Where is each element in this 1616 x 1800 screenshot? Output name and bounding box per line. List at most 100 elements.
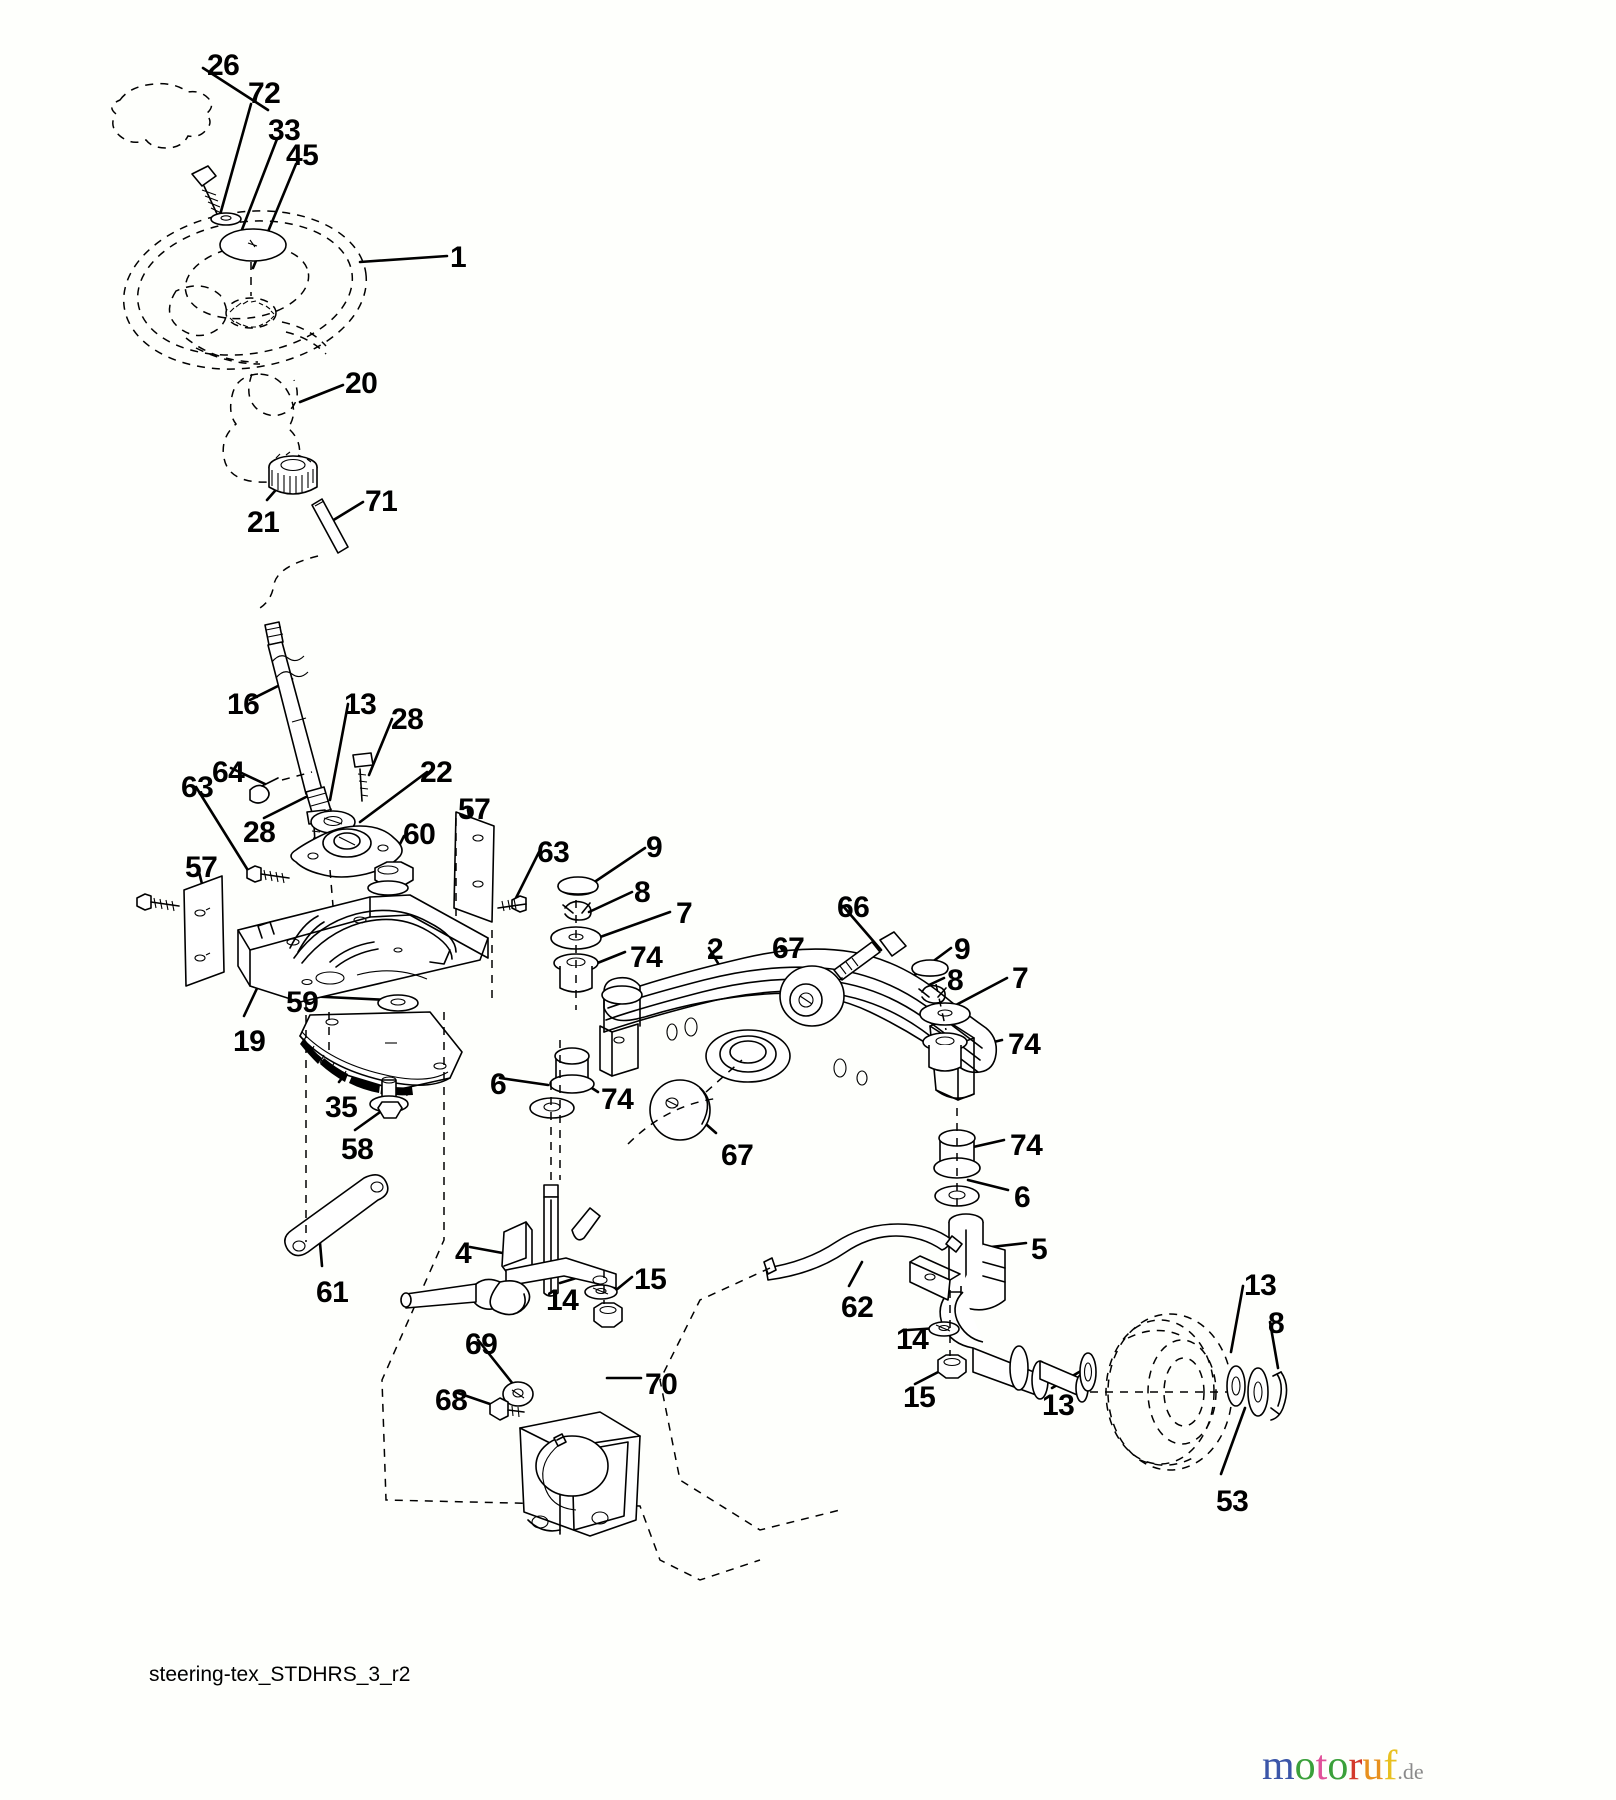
callout-6-left: 6: [490, 1068, 507, 1101]
callout-74-a: 74: [630, 941, 663, 974]
screw-63-b: [246, 865, 290, 884]
drag-link-61: [284, 1000, 761, 1581]
callout-14-left: 14: [546, 1284, 579, 1317]
logo-suffix: .de: [1397, 1759, 1424, 1784]
callout-9-right: 9: [954, 933, 971, 966]
steering-plate-19: [237, 894, 489, 1003]
tie-rod-62: [659, 1223, 963, 1531]
steering-adapter: [268, 451, 318, 495]
callout-6-right: 6: [1014, 1181, 1031, 1214]
callout-33: 33: [268, 114, 301, 147]
nut-15-right: [937, 1290, 967, 1379]
bearing-flange-22: [290, 825, 403, 919]
callout-22: 22: [420, 756, 453, 789]
callout-74-d: 74: [1010, 1129, 1043, 1162]
callout-7-left: 7: [676, 897, 693, 930]
callout-74-c: 74: [601, 1083, 634, 1116]
logo-letter-u: u: [1362, 1743, 1384, 1789]
axle-right-fastener-stack: [911, 959, 971, 1072]
callout-20: 20: [345, 367, 378, 400]
bolt-28-left: [352, 752, 374, 802]
bracket-70: [519, 1411, 641, 1537]
callout-74-b: 74: [1008, 1028, 1041, 1061]
wheel-fasteners: [191, 165, 287, 296]
spindle-left-4: [400, 1080, 617, 1316]
screw-63-c: [497, 895, 527, 913]
callout-8-right: 8: [947, 964, 964, 997]
callout-13-upper: 13: [344, 688, 377, 721]
phantom-guide: [627, 1097, 721, 1145]
callout-15-left: 15: [634, 1263, 667, 1296]
steering-shaft: [259, 555, 335, 827]
callout-67-lower: 67: [721, 1139, 754, 1172]
callout-13-hub: 13: [1042, 1389, 1075, 1422]
wheel-washers: [1079, 1352, 1288, 1421]
callout-63-left: 63: [181, 771, 214, 804]
gasket-phantom: [111, 82, 213, 149]
spacer-67-a: [779, 965, 845, 1027]
callout-45: 45: [286, 139, 319, 172]
nut-15-left: [593, 1270, 623, 1328]
callout-16: 16: [227, 688, 260, 721]
callout-68: 68: [435, 1384, 468, 1417]
callout-57-right: 57: [458, 793, 491, 826]
callout-8-left: 8: [634, 876, 651, 909]
callout-2: 2: [707, 933, 724, 966]
retainer-clip-64: [249, 771, 313, 804]
logo-letter-m: m: [1262, 1743, 1295, 1789]
callout-5: 5: [1031, 1233, 1048, 1266]
axle-left-fastener-stack: [550, 876, 643, 1010]
callout-72: 72: [248, 77, 281, 110]
callout-9-left: 9: [646, 831, 663, 864]
washer-14-left: [584, 1284, 618, 1300]
logo-letter-o2: o: [1327, 1743, 1349, 1789]
callout-71: 71: [365, 485, 398, 518]
callout-58: 58: [341, 1133, 374, 1166]
callout-15-right: 15: [903, 1381, 936, 1414]
callout-62: 62: [841, 1291, 874, 1324]
callout-4: 4: [455, 1237, 472, 1270]
spacer-67-b: [649, 1059, 743, 1141]
callout-28-upper: 28: [391, 703, 424, 736]
callout-64: 64: [212, 756, 245, 789]
callout-21: 21: [247, 506, 280, 539]
callout-28-lower: 28: [243, 816, 276, 849]
callout-57-left: 57: [185, 851, 218, 884]
callout-63-right: 63: [537, 836, 570, 869]
bracket-57-right: [453, 811, 495, 1000]
diagram-caption: steering-tex_STDHRS_3_r2: [149, 1663, 411, 1686]
callout-69: 69: [465, 1328, 498, 1361]
sector-gear-35: [299, 1011, 463, 1097]
callout-35: 35: [325, 1091, 358, 1124]
callout-8-wheel: 8: [1268, 1307, 1285, 1340]
callout-61: 61: [316, 1276, 349, 1309]
callout-67-upper: 67: [772, 932, 805, 965]
callout-19: 19: [233, 1025, 266, 1058]
axle-left-bottom-stack: [529, 1040, 595, 1180]
screw-63-a: [136, 893, 180, 912]
callout-13-right: 13: [1244, 1269, 1277, 1302]
callout-66: 66: [837, 891, 870, 924]
logo-letter-f: f: [1383, 1743, 1398, 1789]
callout-53: 53: [1216, 1485, 1249, 1518]
screw-68: [489, 1397, 525, 1421]
motoruf-logo: motoruf.de: [1262, 1745, 1424, 1787]
wheel-phantom-53: [1090, 1313, 1240, 1471]
leader-lines: [194, 66, 1280, 1476]
roll-pin: [311, 498, 349, 554]
axle-right-bottom-stack: [933, 1108, 981, 1210]
callout-14-right: 14: [896, 1323, 929, 1356]
callout-7-right: 7: [1012, 962, 1029, 995]
callout-60: 60: [403, 818, 436, 851]
callout-70: 70: [645, 1368, 678, 1401]
callout-59: 59: [286, 986, 319, 1019]
logo-letter-o1: o: [1294, 1743, 1316, 1789]
steering-wheel-phantom: [122, 210, 368, 483]
washer-69: [502, 1381, 534, 1407]
bracket-57-left: [183, 875, 225, 987]
callout-26: 26: [207, 49, 240, 82]
logo-letter-r: r: [1348, 1743, 1363, 1789]
front-axle-2: [599, 948, 998, 1101]
